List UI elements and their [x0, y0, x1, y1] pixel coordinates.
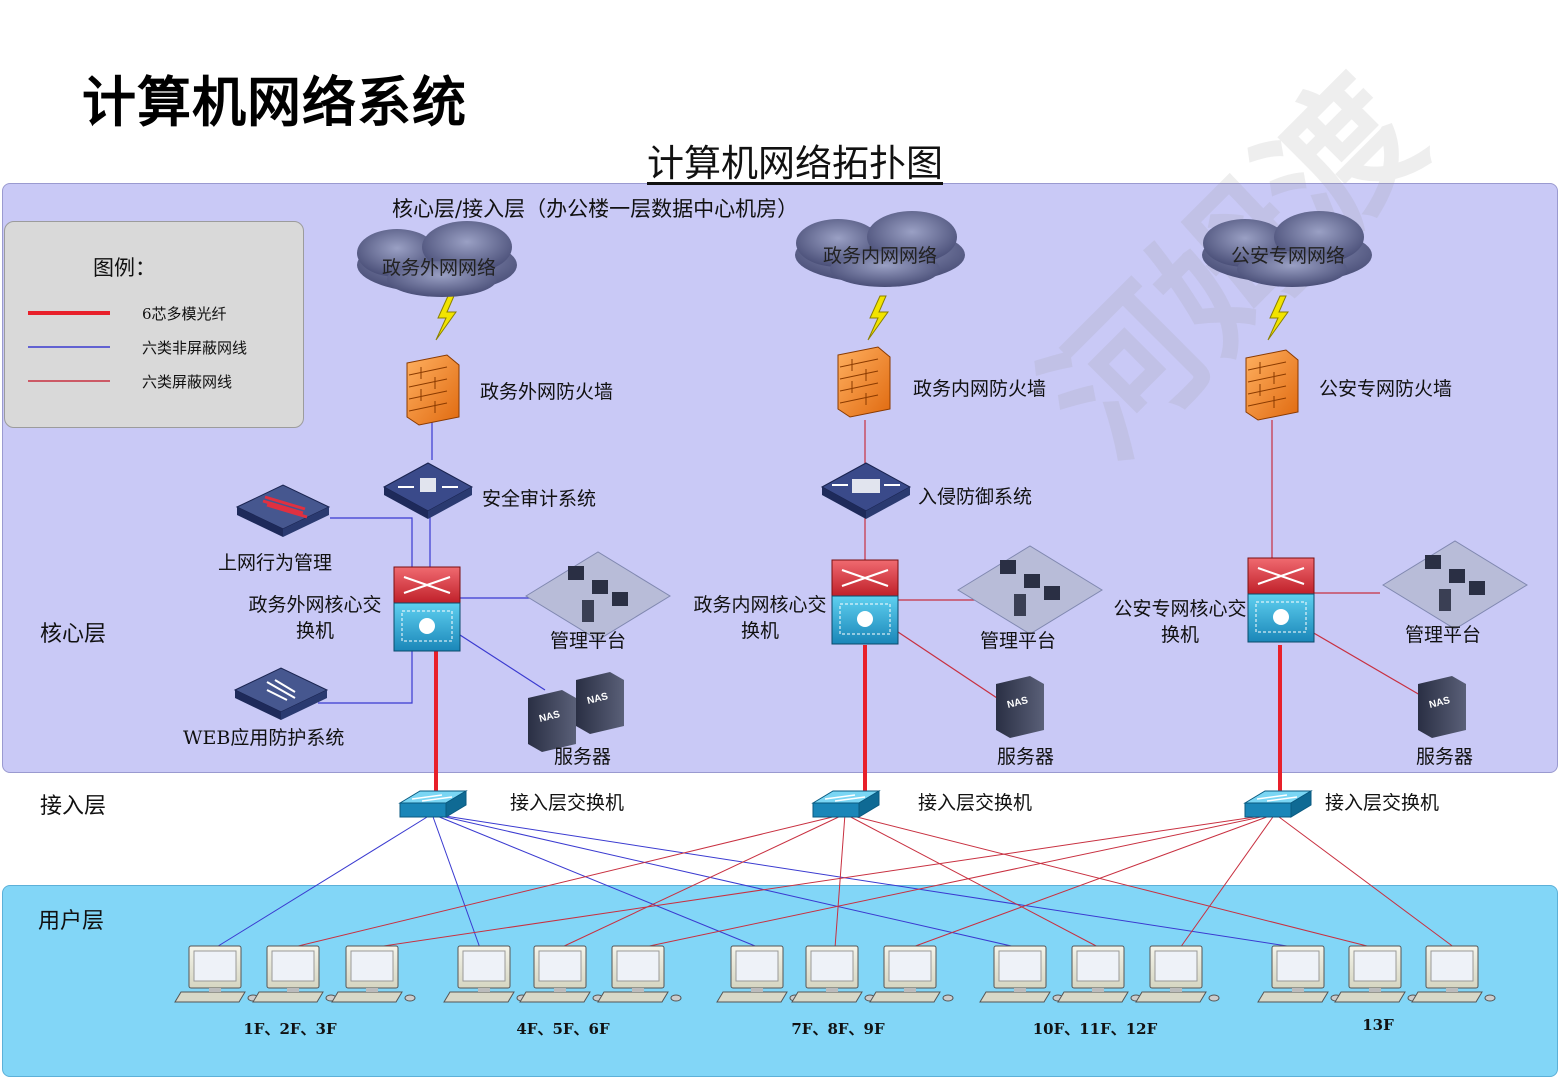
legend-lines — [28, 311, 110, 382]
firewall-label: 政务外网防火墙 — [480, 381, 614, 403]
lightning-icons — [435, 295, 1289, 341]
core-switch-label: 政务外网核心交换机 — [248, 594, 382, 642]
ips-system-icon — [820, 462, 912, 519]
user-pc-icon — [1334, 945, 1419, 1003]
waf-label: WEB应用防护系统 — [183, 727, 345, 749]
user-pc-icon — [331, 945, 416, 1003]
core-switch-label: 公安专网核心交换机 — [1113, 598, 1247, 646]
mgmt-platform-label: 管理平台 — [980, 630, 1057, 652]
firewall-icon — [1245, 349, 1299, 421]
cloud-label: 政务外网网络 — [381, 257, 496, 279]
nas-server-icon: NAS — [996, 676, 1044, 738]
mgmt-platform-icons — [525, 540, 1528, 641]
waf-icon — [233, 667, 329, 720]
legend-stp-label: 六类屏蔽网线 — [142, 373, 233, 391]
fiber-uplinks — [434, 645, 1282, 792]
server-label: 服务器 — [997, 746, 1055, 768]
user-pc-icon — [1057, 945, 1142, 1003]
legend-title: 图例： — [93, 256, 156, 280]
audit-system-icon — [382, 462, 474, 519]
diagram-title: 计算机网络拓扑图 — [0, 133, 1560, 187]
access-switch-label: 接入层交换机 — [1325, 792, 1440, 814]
user-pcs — [174, 945, 1496, 1003]
behavior-mgmt-label: 上网行为管理 — [218, 552, 333, 574]
user-pc-icon — [519, 945, 604, 1003]
access-switch-label: 接入层交换机 — [918, 792, 1033, 814]
server-icons: NAS NAS NAS NAS — [528, 672, 1466, 752]
nas-server-icon: NAS — [528, 690, 576, 752]
floor-group-label: 7F、8F、9F — [791, 1020, 885, 1038]
user-pc-icon — [174, 945, 259, 1003]
user-pc-icon — [252, 945, 337, 1003]
core-section-title: 核心层/接入层（办公楼一层数据中心机房） — [392, 197, 799, 221]
user-pc-icon — [597, 945, 682, 1003]
mgmt-platform-icon — [525, 551, 671, 641]
nas-server-icon: NAS — [1418, 676, 1466, 738]
core-switch-icons — [393, 557, 1315, 652]
nas-server-icon: NAS — [576, 672, 624, 734]
core-switch-icon — [831, 559, 899, 645]
legend-fiber-label: 6芯多模光纤 — [142, 305, 227, 323]
mgmt-platform-icon — [957, 545, 1103, 635]
firewall-icons — [406, 346, 1299, 426]
nas-label: NAS — [1006, 695, 1029, 711]
layer-label-user: 用户层 — [38, 909, 105, 934]
behavior-mgmt-icon — [235, 484, 331, 537]
audit-system-label: 安全审计系统 — [482, 488, 597, 510]
firewall-icon — [837, 346, 891, 418]
firewall-label: 公安专网防火墙 — [1319, 378, 1453, 400]
nas-label: NAS — [1428, 695, 1451, 711]
floor-group-label: 10F、11F、12F — [1032, 1020, 1158, 1038]
user-pc-icon — [869, 945, 954, 1003]
user-pc-icon — [1411, 945, 1496, 1003]
cloud-icons — [357, 211, 1372, 297]
lightning-icon — [435, 295, 457, 341]
cloud-icon — [1202, 211, 1372, 287]
floor-group-label: 13F — [1362, 1016, 1394, 1034]
layer-label-access: 接入层 — [40, 794, 107, 819]
cloud-icon — [357, 221, 517, 297]
access-switch-icon — [811, 790, 881, 818]
user-pc-icon — [716, 945, 801, 1003]
mgmt-platform-icon — [1382, 540, 1528, 630]
legend-box — [4, 221, 304, 428]
mgmt-platform-label: 管理平台 — [1405, 624, 1482, 646]
firewall-label: 政务内网防火墙 — [913, 378, 1047, 400]
user-pc-icon — [1135, 945, 1220, 1003]
lightning-icon — [867, 295, 889, 341]
floor-group-label: 4F、5F、6F — [516, 1020, 610, 1038]
nas-label: NAS — [538, 709, 561, 725]
firewall-icon — [406, 354, 460, 426]
cloud-label: 政务内网网络 — [822, 245, 937, 267]
access-switch-icon — [398, 790, 468, 818]
diagram-title-text: 计算机网络拓扑图 — [647, 142, 943, 185]
server-label: 服务器 — [554, 746, 612, 768]
lightning-icon — [1267, 295, 1289, 341]
cloud-label: 公安专网网络 — [1230, 245, 1345, 267]
nas-label: NAS — [586, 691, 609, 707]
cloud-icon — [795, 211, 965, 287]
mgmt-platform-label: 管理平台 — [550, 630, 627, 652]
security-appliance-icons — [233, 462, 912, 720]
access-switch-label: 接入层交换机 — [510, 792, 625, 814]
core-switch-icon — [1247, 557, 1315, 643]
server-label: 服务器 — [1416, 746, 1474, 768]
user-pc-icon — [791, 945, 876, 1003]
user-pc-icon — [1257, 945, 1342, 1003]
legend-utp-label: 六类非屏蔽网线 — [142, 339, 248, 357]
user-pc-icon — [443, 945, 528, 1003]
floor-group-label: 1F、2F、3F — [243, 1020, 337, 1038]
access-switch-icon — [1243, 790, 1313, 818]
ips-system-label: 入侵防御系统 — [918, 486, 1033, 508]
page-title: 计算机网络系统 — [82, 71, 467, 134]
access-switch-icons — [398, 790, 1313, 818]
core-switch-icon — [393, 566, 461, 652]
access-user-links — [214, 813, 1456, 949]
user-pc-icon — [979, 945, 1064, 1003]
layer-label-core: 核心层 — [40, 622, 107, 647]
core-switch-label: 政务内网核心交换机 — [693, 594, 827, 642]
